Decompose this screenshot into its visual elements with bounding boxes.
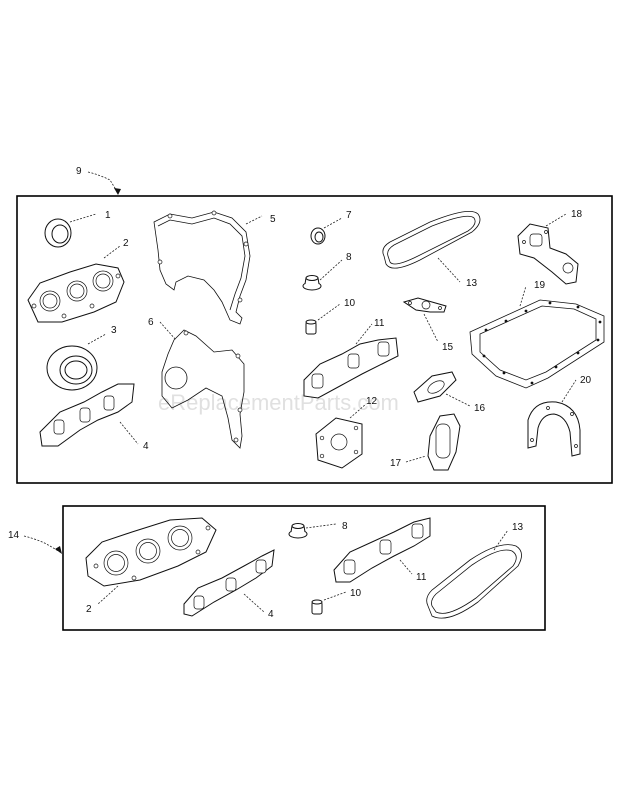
callout-part-15: 15 [442, 342, 454, 353]
part-11-intake-gasket: 11 [303, 318, 399, 399]
part-18-pump-gasket: 18 [517, 209, 583, 285]
callout-kit-14: 14 [8, 530, 20, 541]
part-12-square-gasket: 12 [315, 396, 378, 469]
part-1-front-seal: 1 [44, 210, 111, 248]
callout-kit-9: 9 [76, 166, 82, 177]
callout-part-20: 20 [580, 375, 592, 386]
part-6-timing-case-gasket: 6 [148, 317, 245, 449]
part-5-timing-cover-gasket: 5 [153, 210, 276, 325]
callout-part-8: 8 [346, 252, 352, 263]
kit-14-group: 14 2 4 8 [8, 505, 546, 631]
callout-part-10: 10 [344, 298, 356, 309]
callout-part-13: 13 [466, 278, 478, 289]
part-7-seal: 7 [310, 210, 352, 245]
part-8-grommet: 8 [302, 252, 352, 291]
callout-kit14-part-4: 4 [268, 609, 274, 620]
part-13-rocker-gasket: 13 [382, 210, 481, 289]
part-10-valve-seal: 10 [305, 298, 356, 335]
kit14-part-4-manifold-gasket: 4 [183, 549, 275, 620]
callout-kit14-part-13: 13 [512, 522, 524, 533]
callout-part-2: 2 [123, 238, 129, 249]
part-4-manifold-gasket: 4 [39, 383, 149, 452]
callout-part-3: 3 [111, 325, 117, 336]
callout-kit14-part-2: 2 [86, 604, 92, 615]
part-15-flange-gasket: 15 [402, 297, 454, 353]
kit-14-frame [62, 505, 546, 631]
kit-9-frame [16, 195, 613, 484]
kit-9-group: 9 1 2 3 [16, 166, 613, 484]
callout-kit14-part-11: 11 [416, 572, 427, 583]
callout-part-4: 4 [143, 441, 149, 452]
part-20-rear-seal-gasket: 20 [527, 375, 592, 457]
callout-part-19: 19 [534, 280, 546, 291]
kit-14-leader [23, 535, 61, 553]
kit14-part-10-valve-seal: 10 [311, 588, 362, 615]
kit-9-leader [87, 171, 119, 194]
part-17-elbow-gasket: 17 [390, 413, 461, 471]
callout-part-7: 7 [346, 210, 352, 221]
kit14-part-8-grommet: 8 [288, 521, 348, 539]
callout-part-11: 11 [374, 318, 385, 329]
callout-part-17: 17 [390, 458, 402, 469]
kit14-part-2-head-gasket: 2 [85, 517, 217, 615]
callout-part-18: 18 [571, 209, 583, 220]
watermark: eReplacementParts.com [158, 390, 399, 415]
callout-part-6: 6 [148, 317, 154, 328]
callout-kit14-part-10: 10 [350, 588, 362, 599]
part-2-head-gasket: 2 [27, 238, 129, 323]
part-3-rear-seal: 3 [46, 325, 117, 391]
part-16-oval-gasket: 16 [413, 371, 486, 414]
kit14-part-13-rocker-gasket: 13 [426, 522, 524, 619]
kit14-part-11-intake-gasket: 11 [333, 517, 431, 583]
callout-part-1: 1 [105, 210, 111, 221]
callout-kit14-part-8: 8 [342, 521, 348, 532]
callout-part-16: 16 [474, 403, 486, 414]
callout-part-12: 12 [366, 396, 378, 407]
callout-part-5: 5 [270, 214, 276, 225]
part-19-oil-pan-gasket: 19 [469, 280, 605, 389]
